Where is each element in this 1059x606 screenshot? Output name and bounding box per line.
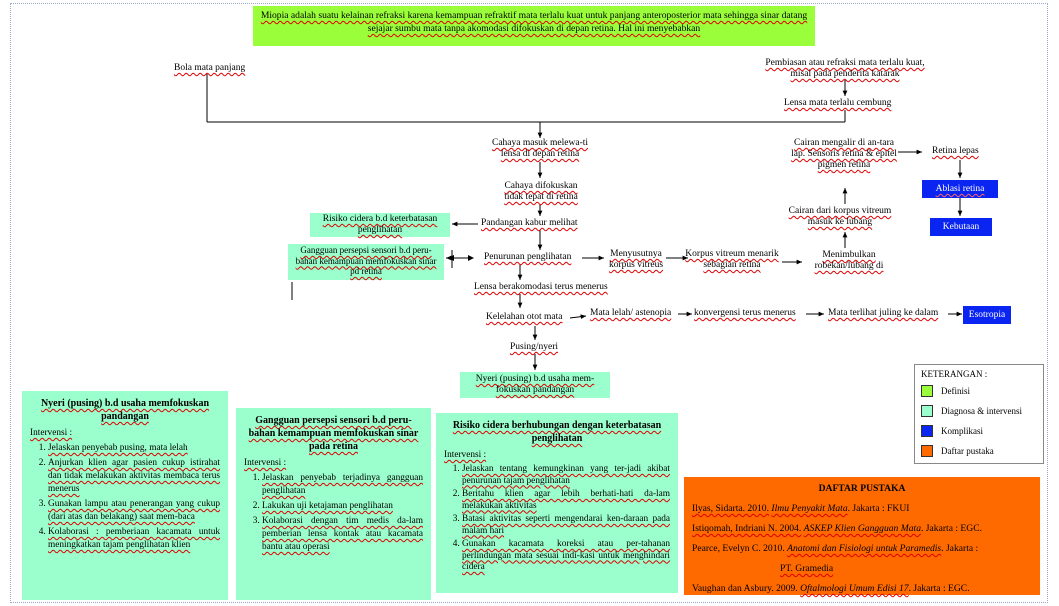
panel-gangguan-title: Gangguan persepsi sensori b.d peru-bahan… — [248, 415, 419, 452]
legend-swatch — [921, 405, 933, 417]
list-item: Gunakan kacamata koreksi atau per-tahana… — [462, 539, 670, 574]
legend: KETERANGAN : Definisi Diagnosa & interve… — [914, 364, 1044, 464]
node-cahaya-masuk: Cahaya masuk melewa-ti lensa di depan re… — [491, 138, 589, 159]
node-penurunan: Penurunan penglihatan — [484, 252, 572, 262]
panel-nyeri-list: Jelaskan penyebab pusing, mata lelah Anj… — [30, 442, 220, 552]
node-pandangan-kabur: Pandangan kabur melihat — [481, 218, 578, 228]
panel-risiko: Risiko cidera berhubungan dengan keterba… — [436, 413, 678, 593]
node-bola-mata: Bola mata panjang — [174, 63, 246, 73]
list-item: Lakukan uji ketajaman penglihatan — [262, 500, 423, 513]
panel-nyeri: Nyeri (pusing) b.d usaha memfokuskan pan… — [22, 391, 228, 600]
panel-risiko-list: Jelaskan tentang kemungkinan yang ter-ja… — [444, 464, 670, 574]
panel-risiko-title: Risiko cidera berhubungan dengan keterba… — [452, 420, 662, 444]
reference-item: Vaughan dan Asbury. 2009. Oftalmologi Um… — [692, 583, 970, 594]
legend-item-diagnosa: Diagnosa & intervensi — [921, 405, 1022, 417]
panel-gangguan-list: Jelaskan penyebab terjadinya gangguan pe… — [244, 472, 423, 554]
node-cairan-mengalir: Cairan mengalir di an-tara lap. Sensoris… — [791, 138, 897, 170]
node-konvergensi: konvergensi terus menerus — [694, 308, 796, 318]
references-title: DAFTAR PUSTAKA — [818, 483, 906, 494]
legend-swatch — [921, 425, 933, 437]
reference-item: Ilyas, Sidarta. 2010. Ilmu Penyakit Mata… — [692, 503, 910, 514]
diagnosis-gangguan-small: Gangguan persepsi sensori b.d peru-bahan… — [288, 244, 444, 280]
list-item: Anjurkan klien agar pasien cukup istirah… — [48, 457, 220, 496]
panel-gangguan: Gangguan persepsi sensori b.d peru-bahan… — [236, 408, 431, 600]
legend-label: Definisi — [941, 386, 970, 396]
complication-esotropia: Esotropia — [963, 306, 1011, 324]
legend-title: KETERANGAN : — [921, 369, 988, 379]
reference-item: Istiqomah, Indriani N. 2004. ASKEP Klien… — [692, 523, 983, 534]
legend-label: Diagnosa & intervensi — [941, 406, 1022, 416]
node-lensa-akomodasi: Lensa berakomodasi terus menerus — [474, 282, 608, 292]
node-menimbulkan: Menimbulkan robekan/lubang di — [814, 250, 884, 271]
list-item: Jelaskan penyebab terjadinya gangguan pe… — [262, 472, 423, 498]
panel-gangguan-subtitle: Intervensi : — [244, 458, 287, 468]
page-frame — [10, 3, 1048, 603]
node-lensa-cembung: Lensa mata terlalu cembung — [784, 98, 892, 108]
node-pembiasan: Pembiasan atau refraksi mata terlalu kua… — [765, 58, 925, 79]
definition-text: Miopia adalah suatu kelainan refraksi ka… — [260, 10, 808, 34]
legend-label: Daftar pustaka — [941, 446, 994, 456]
node-menyusutnya: Menyusutnya korpus vitreus — [608, 249, 664, 270]
legend-item-komplikasi: Komplikasi — [921, 425, 983, 437]
panel-nyeri-subtitle: Intervensi : — [30, 428, 73, 438]
panel-risiko-subtitle: Intervensi : — [444, 450, 487, 460]
list-item: Kolaborasi dengan tim medis da-lam pembe… — [262, 515, 423, 554]
node-astenopia: Mata lelah/ astenopia — [590, 308, 672, 318]
node-cairan-korpus: Cairan dari korpus vitreum masuk ke luba… — [788, 206, 892, 227]
panel-nyeri-title: Nyeri (pusing) b.d usaha memfokuskan pan… — [40, 398, 210, 422]
list-item: Batasi aktivitas seperti mengendarai ken… — [462, 514, 670, 537]
diagnosis-risiko-small: Risiko cidera b.d keterbatasan penglihat… — [310, 213, 450, 237]
legend-swatch — [921, 445, 933, 457]
list-item: Gunakan lampu atau penerangan yang cukup… — [48, 498, 220, 524]
legend-swatch — [921, 385, 933, 397]
legend-label: Komplikasi — [941, 426, 983, 436]
node-cahaya-fokus: Cahaya difokuskan tidak tepat di retina — [504, 181, 578, 202]
list-item: Beritahu klien agar lebih berhati-hati d… — [462, 489, 670, 512]
node-retina-lepas: Retina lepas — [932, 146, 979, 156]
node-kelelahan: Kelelahan otot mata — [486, 312, 563, 322]
reference-item: Pearce, Evelyn C. 2010. Anatomi dan Fisi… — [692, 543, 979, 554]
complication-kebutaan: Kebutaan — [930, 218, 992, 236]
node-juling: Mata terlihat juling ke dalam — [828, 308, 939, 318]
complication-ablasi: Ablasi retina — [922, 180, 998, 198]
legend-item-pustaka: Daftar pustaka — [921, 445, 994, 457]
diagnosis-nyeri-small: Nyeri (pusing) b.d usaha mem-fokuskan pa… — [460, 372, 610, 398]
references-box: DAFTAR PUSTAKA Ilyas, Sidarta. 2010. Ilm… — [684, 477, 1040, 595]
definition-box: Miopia adalah suatu kelainan refraksi ka… — [253, 6, 815, 46]
list-item: Jelaskan penyebab pusing, mata lelah — [48, 442, 220, 455]
node-korpus-vitreum: Korpus vitreum menarik sebagian retina — [685, 249, 779, 270]
reference-item-continued: PT. Gramedia — [780, 563, 834, 574]
list-item: Jelaskan tentang kemungkinan yang ter-ja… — [462, 464, 670, 487]
node-pusing: Pusing/nyeri — [510, 342, 559, 352]
list-item: Kolaborasi : pemberiaan kacamata untuk m… — [48, 526, 220, 552]
legend-item-definisi: Definisi — [921, 385, 970, 397]
